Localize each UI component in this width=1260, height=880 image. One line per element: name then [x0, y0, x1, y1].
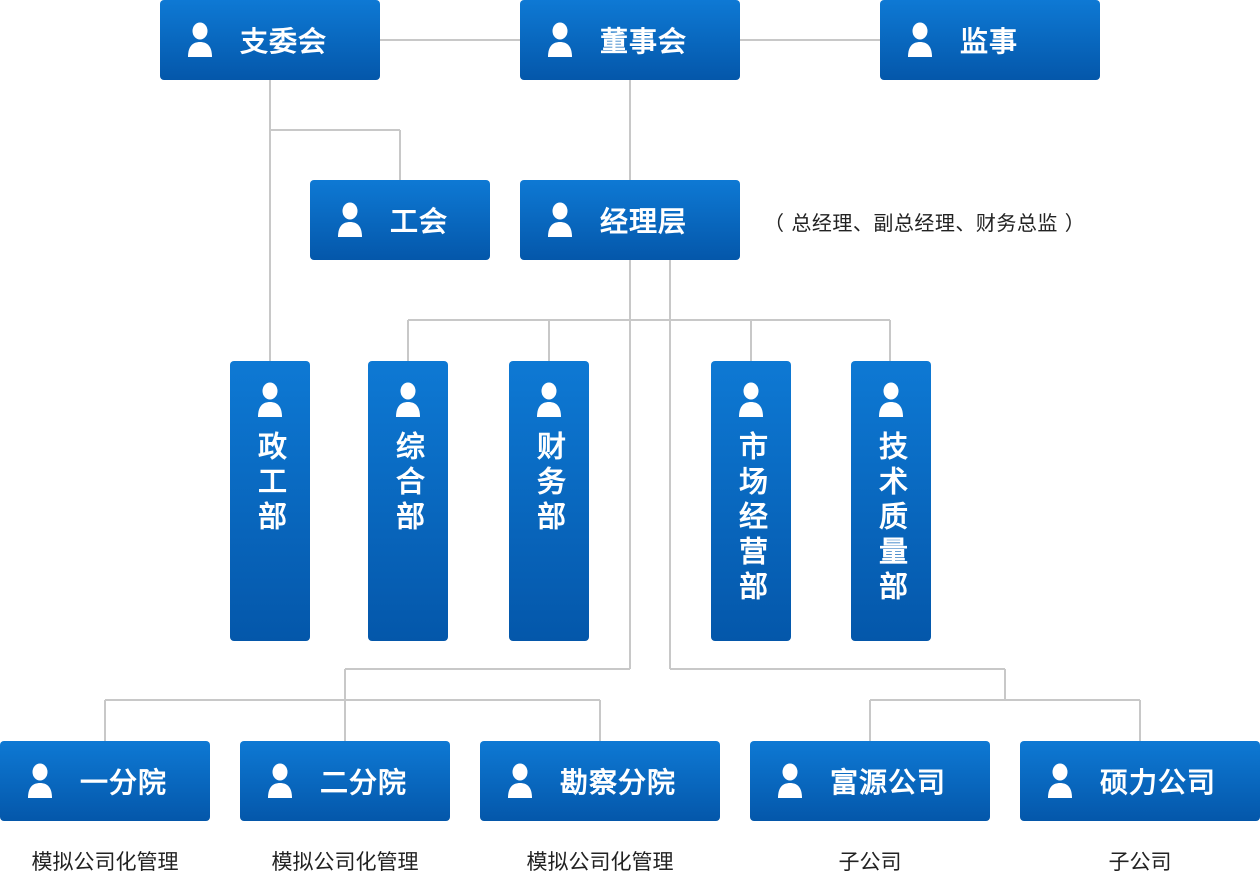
- node-political-dept[interactable]: 政工部: [230, 361, 310, 641]
- node-market-dept[interactable]: 市场经营部: [711, 361, 791, 641]
- node-label: 董事会: [600, 25, 688, 58]
- node-label: 二分院: [320, 766, 408, 799]
- node-label: 政工部: [253, 431, 288, 536]
- node-label: 一分院: [80, 766, 168, 799]
- person-icon: [738, 381, 764, 419]
- node-union[interactable]: 工会: [310, 180, 490, 260]
- node-general-dept[interactable]: 综合部: [368, 361, 448, 641]
- person-icon: [187, 21, 213, 59]
- person-icon: [547, 21, 573, 59]
- node-supervisor[interactable]: 监事: [880, 0, 1100, 80]
- node-tech-quality-dept[interactable]: 技术质量部: [851, 361, 931, 641]
- caption-shuoli-company: 子公司: [1108, 850, 1172, 874]
- person-icon: [878, 381, 904, 419]
- node-label: 财务部: [532, 431, 567, 536]
- node-label: 硕力公司: [1100, 766, 1217, 799]
- node-label: 勘察分院: [560, 766, 677, 799]
- node-label: 技术质量部: [874, 431, 909, 606]
- caption-fuyuan-company: 子公司: [838, 850, 902, 874]
- node-survey-branch[interactable]: 勘察分院: [480, 741, 720, 821]
- person-icon: [907, 21, 933, 59]
- person-icon: [395, 381, 421, 419]
- node-finance-dept[interactable]: 财务部: [509, 361, 589, 641]
- node-shuoli-company[interactable]: 硕力公司: [1020, 741, 1260, 821]
- caption-branch-one: 模拟公司化管理: [31, 850, 179, 874]
- node-branch-two[interactable]: 二分院: [240, 741, 450, 821]
- person-icon: [777, 762, 803, 800]
- person-icon: [27, 762, 53, 800]
- person-icon: [536, 381, 562, 419]
- node-label: 经理层: [600, 205, 688, 238]
- node-label: 工会: [390, 205, 449, 238]
- node-board[interactable]: 董事会: [520, 0, 740, 80]
- node-management[interactable]: 经理层: [520, 180, 740, 260]
- node-branch-one[interactable]: 一分院: [0, 741, 210, 821]
- node-label: 富源公司: [830, 766, 947, 799]
- person-icon: [547, 201, 573, 239]
- person-icon: [267, 762, 293, 800]
- node-label: 支委会: [240, 25, 328, 58]
- caption-survey-branch: 模拟公司化管理: [526, 850, 674, 874]
- node-label: 监事: [960, 25, 1019, 58]
- node-label: 综合部: [391, 431, 426, 536]
- caption-branch-two: 模拟公司化管理: [271, 850, 419, 874]
- node-party-committee[interactable]: 支委会: [160, 0, 380, 80]
- person-icon: [257, 381, 283, 419]
- person-icon: [337, 201, 363, 239]
- person-icon: [507, 762, 533, 800]
- node-label: 市场经营部: [734, 431, 769, 606]
- management-note: （ 总经理、副总经理、财务总监 ）: [764, 211, 1086, 235]
- node-fuyuan-company[interactable]: 富源公司: [750, 741, 990, 821]
- person-icon: [1047, 762, 1073, 800]
